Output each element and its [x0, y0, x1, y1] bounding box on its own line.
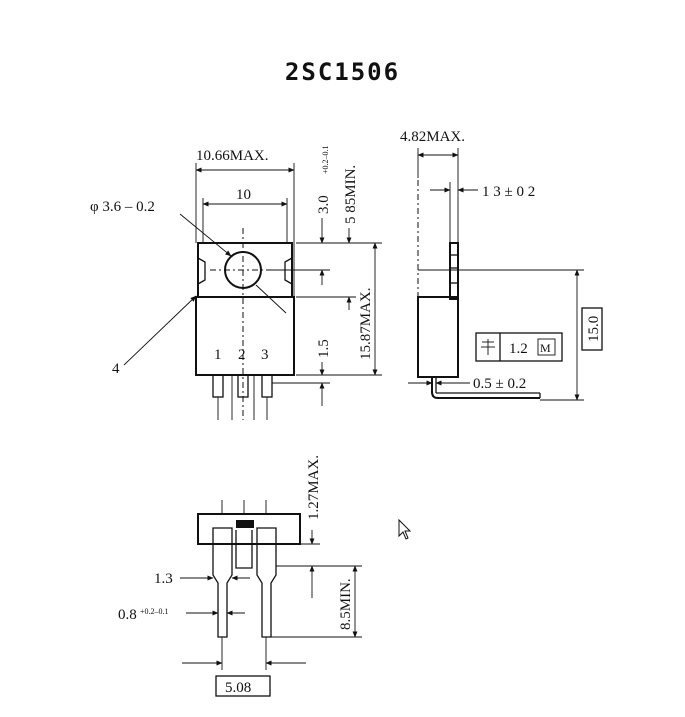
tab-notch-left	[197, 257, 206, 285]
flatness-frame	[475, 332, 563, 362]
side-view: 4.82MAX. 1 3 ± 0 2 0.5 ± 0.2 15.0 1.2 M	[400, 129, 603, 401]
width-inner-label: 10	[236, 187, 251, 203]
pin-1-label: 1	[214, 347, 222, 363]
lead-narrow-label: 0.8	[118, 607, 137, 623]
height-label: 15.0	[586, 316, 602, 342]
part-number-title: 2SC1506	[284, 58, 401, 86]
side-lead	[431, 377, 540, 399]
lead-width-label: 1.3	[154, 571, 173, 587]
lead-max-label: 1.27MAX.	[306, 455, 322, 520]
lead-thickness-label: 0.5 ± 0.2	[473, 376, 526, 392]
width-max-label: 10.66MAX.	[196, 148, 269, 164]
lead-offset-label: 1.5	[316, 339, 332, 358]
flatness-icon	[481, 339, 495, 355]
front-view: 10.66MAX. 10 φ 3.6 – 0.2 3.0 +0.2–0.1 5 …	[90, 145, 382, 420]
tab-top-label: 3.0	[316, 195, 332, 214]
pin-3-label: 3	[261, 347, 269, 363]
bottom-lead-1	[212, 527, 233, 638]
lead-2	[237, 374, 249, 398]
lead-1	[212, 374, 224, 398]
flatness-value: 1.2	[509, 341, 528, 357]
side-tab	[449, 242, 459, 300]
callout-4-label: 4	[112, 361, 120, 377]
bottom-view: 1.27MAX. 8.5MIN. 1.3 0.8 +0.2–0.1 5.08	[118, 455, 362, 697]
tab-top-tolerance: +0.2–0.1	[321, 145, 330, 174]
bottom-tab-mark	[236, 520, 254, 528]
thickness-max-label: 4.82MAX.	[400, 129, 465, 145]
arrow-cursor-icon	[398, 518, 412, 540]
hole-min-label: 5 85MIN.	[343, 165, 359, 224]
lead-narrow-tolerance: +0.2–0.1	[140, 607, 169, 616]
height-box	[581, 307, 603, 351]
tab-thickness-label: 1 3 ± 0 2	[482, 184, 535, 200]
hole-diameter-label: φ 3.6 – 0.2	[90, 199, 155, 215]
lead-3	[261, 374, 273, 398]
side-body	[417, 296, 459, 378]
bottom-body	[197, 513, 301, 545]
height-max-label: 15.87MAX.	[358, 287, 374, 360]
lead-length-label: 8.5MIN.	[338, 578, 354, 630]
pin-2-label: 2	[238, 347, 246, 363]
body-outline	[195, 296, 295, 376]
pitch-label: 5.08	[225, 680, 251, 696]
flatness-modifier: M	[540, 341, 551, 355]
pitch-box	[215, 675, 271, 697]
tab-notch-right	[284, 257, 293, 285]
bottom-lead-2	[235, 530, 253, 569]
